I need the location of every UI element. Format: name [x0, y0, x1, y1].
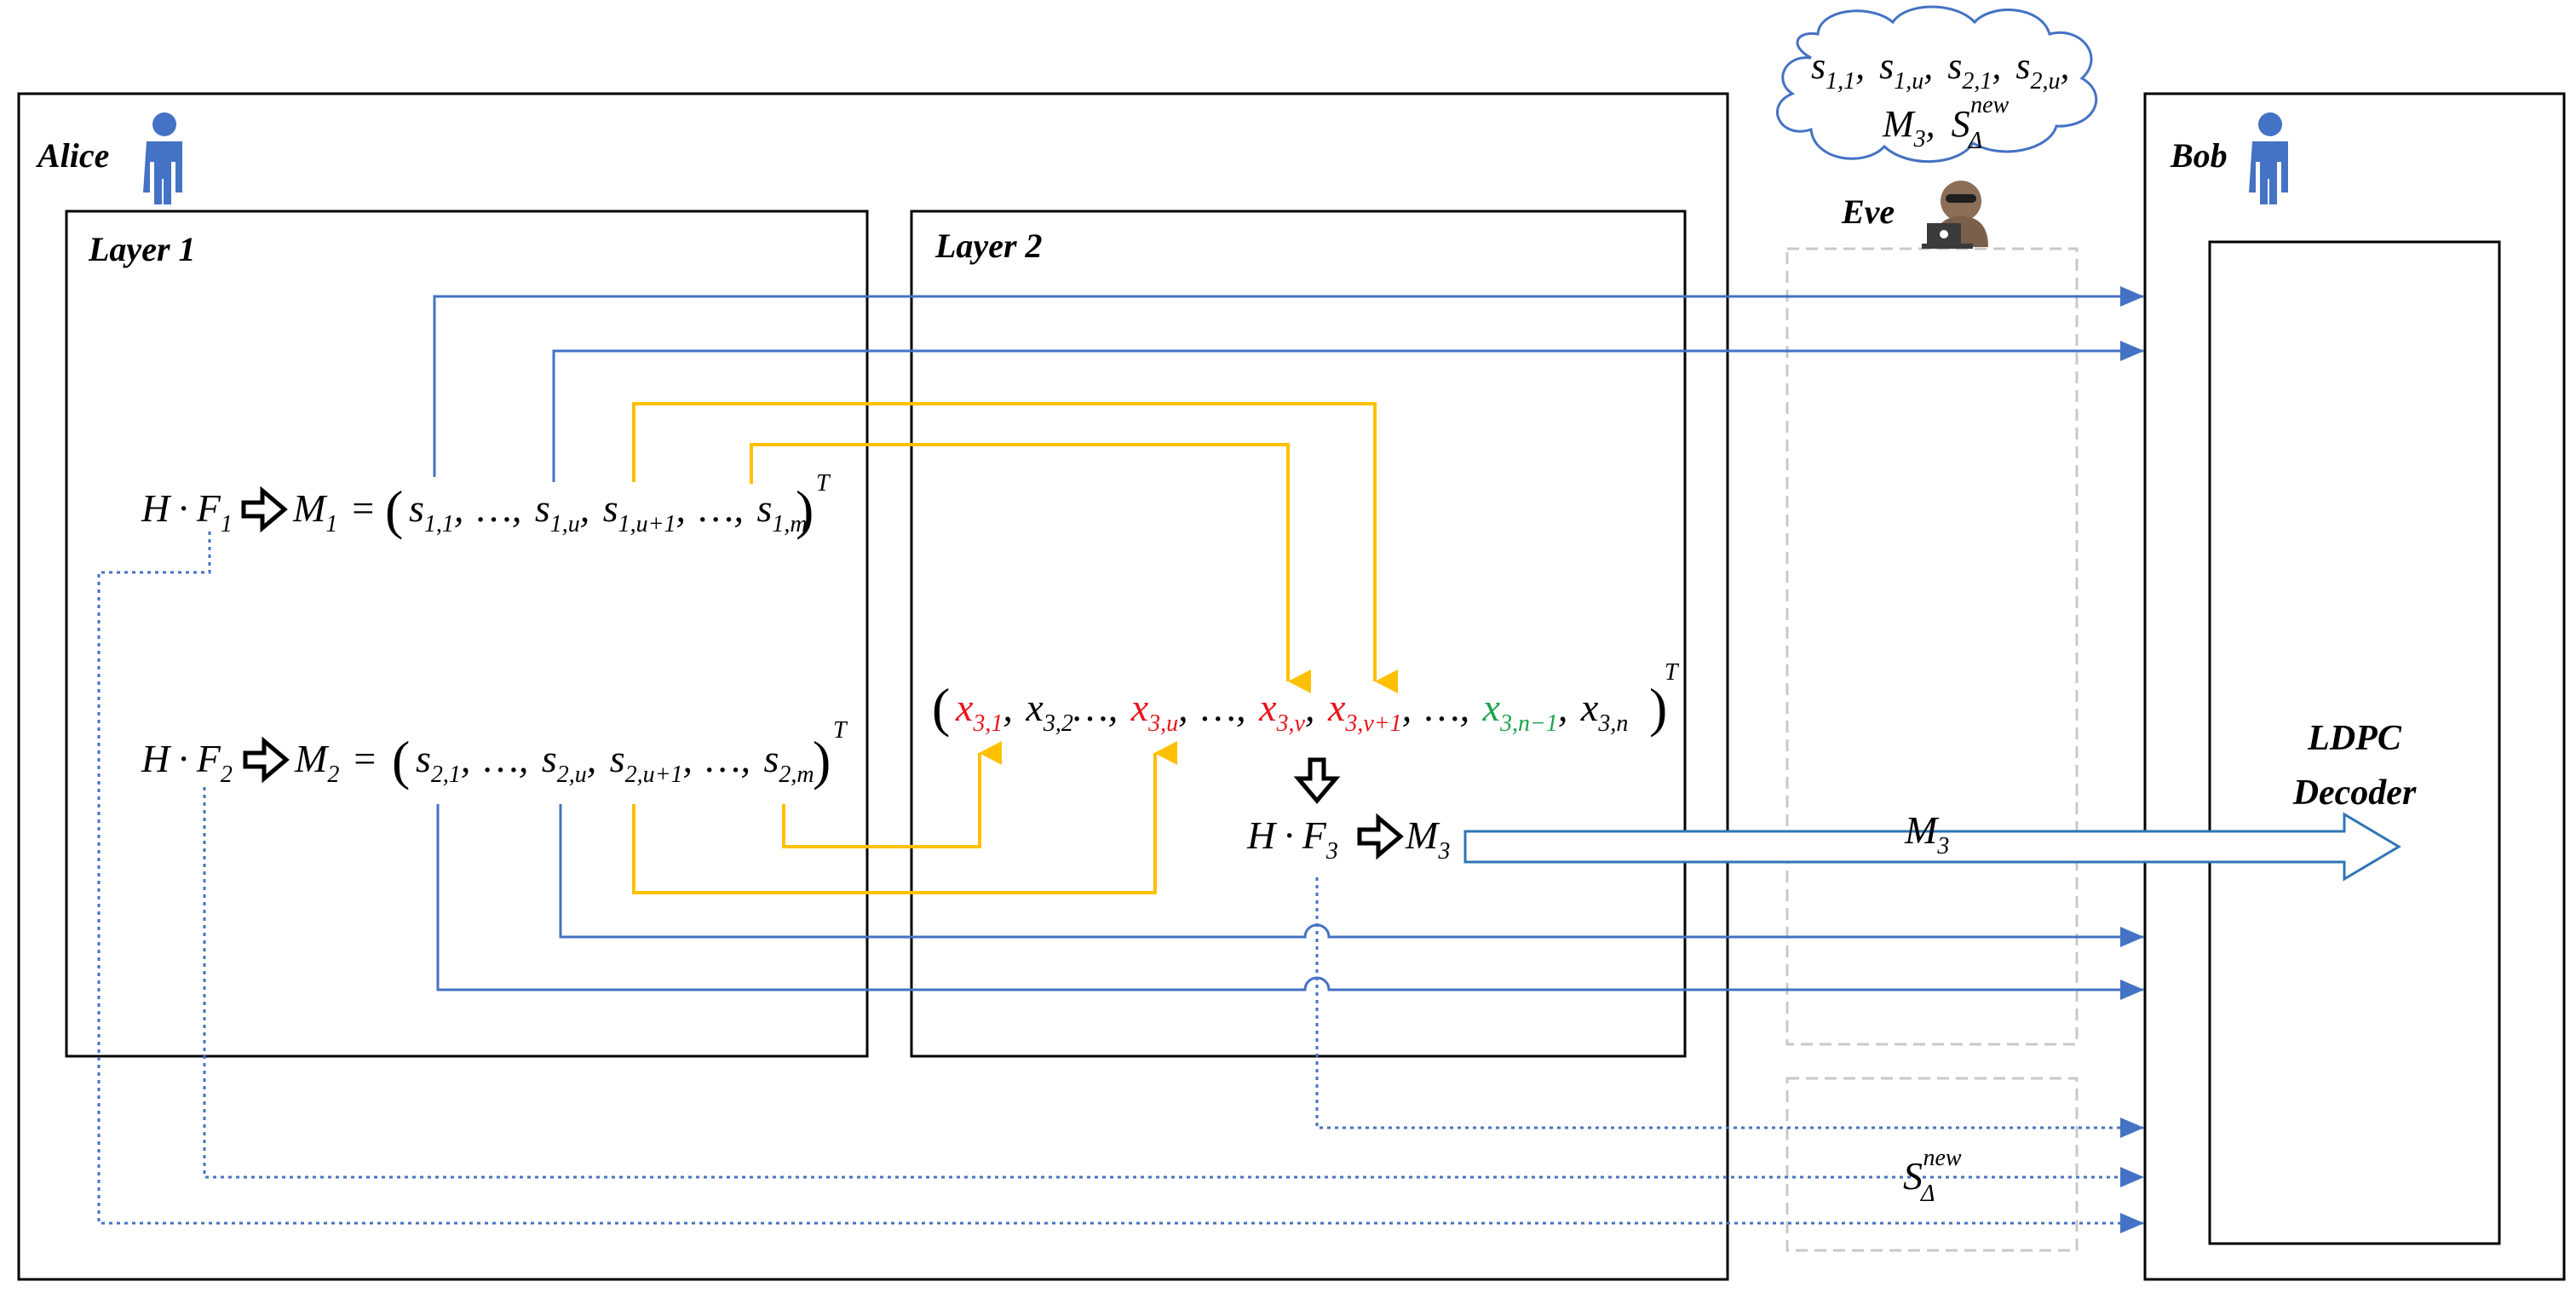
- eq2-rparen: ): [813, 730, 831, 790]
- s1u-to-bob-line: [552, 341, 2144, 482]
- eq2-rhs: M2=: [294, 737, 377, 788]
- bob-label: Bob: [2170, 136, 2228, 175]
- eq2-lhs: H·F2: [141, 737, 233, 788]
- eve-channel-box: [1785, 247, 2079, 1046]
- alice-person-icon: [143, 112, 182, 204]
- alice-label: Alice: [35, 136, 109, 175]
- s2m-to-x31-line: [782, 741, 1002, 848]
- hollow-arrow-icon: [241, 486, 288, 533]
- m3-transmission-arrow: [1463, 812, 2401, 882]
- eq1-lparen: (: [385, 480, 403, 540]
- hollow-arrow-icon: [1293, 757, 1341, 804]
- eq3-transpose: T: [1665, 659, 1680, 686]
- ldpc-line2: Decoder: [2292, 773, 2417, 813]
- eq1-transpose: T: [816, 470, 831, 497]
- cloud-shape: [1776, 5, 2098, 163]
- eq2-lparen: (: [392, 730, 410, 790]
- m3-label: M3: [1904, 808, 1949, 859]
- ldpc-decoder-box: [2208, 240, 2501, 1245]
- eq2-transpose: T: [833, 717, 848, 744]
- hollow-arrow-icon: [243, 736, 290, 784]
- f3-syndrome-line: [1315, 877, 2144, 1138]
- s11-to-bob-line: [433, 286, 2144, 477]
- s1m-to-x3v-line: [750, 443, 1311, 693]
- eq1-lhs: H·F1: [141, 486, 233, 537]
- s2u1-to-x3u-line: [632, 741, 1177, 894]
- ldpc-line1: LDPC: [2307, 719, 2402, 758]
- hacker-icon: [1922, 181, 1988, 249]
- s1u1-to-x3v1-line: [632, 402, 1398, 693]
- eq1-rhs: M1=: [292, 486, 376, 537]
- alice-box: [17, 92, 1729, 1281]
- bob-person-icon: [2249, 112, 2288, 204]
- cloud-line1: s1,1, s1,u, s2,1, s2,u,: [1811, 45, 2070, 95]
- eq3-vector: x3,1, x3,2…, x3,u, …, x3,v, x3,v+1, …, x…: [955, 686, 1628, 737]
- eq2-vector: s2,1, …, s2,u, s2,u+1, …, s2,m: [416, 737, 814, 788]
- eq3-rparen: ): [1649, 677, 1667, 738]
- layer1-box: [65, 210, 869, 1058]
- eve-label: Eve: [1841, 193, 1895, 231]
- f1-syndrome-line: [97, 532, 2144, 1233]
- s-delta-new-label: SΔnew: [1903, 1145, 1962, 1207]
- eq4-lhs: H·F3: [1246, 813, 1338, 865]
- hollow-arrow-icon: [1357, 813, 1404, 860]
- eq1-rparen: ): [796, 480, 814, 540]
- eq4-rhs: M3: [1405, 813, 1450, 865]
- layer1-label: Layer 1: [88, 230, 196, 268]
- layer2-label: Layer 2: [934, 227, 1043, 265]
- cloud-line2: M3, SΔnew: [1882, 92, 2010, 154]
- eq3-lparen: (: [932, 677, 950, 738]
- bob-box: [2143, 92, 2566, 1281]
- eve-channel-box-lower: [1785, 1077, 2079, 1252]
- eq1-vector: s1,1, …, s1,u, s1,u+1, …, s1,m: [409, 486, 808, 537]
- layer2-box: [910, 210, 1687, 1058]
